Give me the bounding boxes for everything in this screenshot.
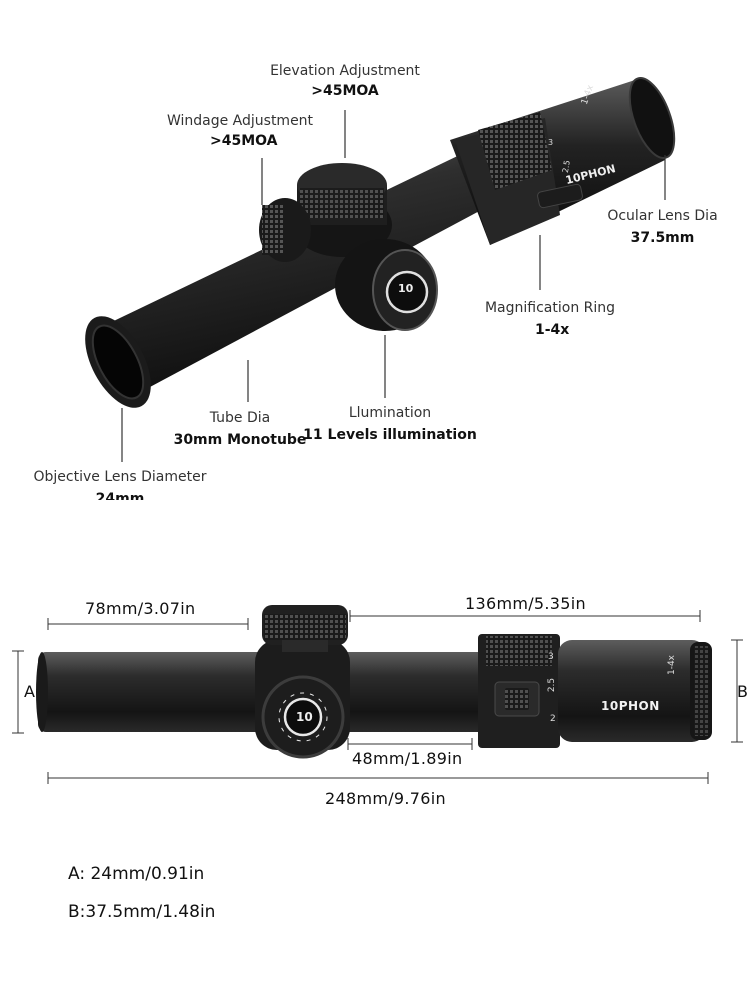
elevation-callout: Elevation Adjustment >45MOA <box>245 63 445 99</box>
scope-angled-illustration <box>85 77 676 462</box>
elevation-value: >45MOA <box>311 83 379 99</box>
mag-mark-25-side: 2.5 <box>547 677 558 693</box>
magnification-callout: Magnification Ring 1-4x <box>470 300 630 338</box>
mag-mark-2-side: 2 <box>550 714 556 724</box>
dim-b-marker: B <box>737 682 749 701</box>
ocular-label: Ocular Lens Dia <box>607 208 718 224</box>
dim-a-marker: A <box>24 682 36 701</box>
illumination-callout: Llumination 11 Levels illumination <box>300 405 480 443</box>
eyepiece-marks-side: 1-4x <box>667 654 678 676</box>
objective-label: Objective Lens Diameter <box>33 469 207 485</box>
note-a: A: 24mm/0.91in <box>68 864 205 884</box>
callout-lines <box>121 110 666 462</box>
main-tube <box>95 150 500 395</box>
mag-mark-3-side: 3 <box>548 652 554 662</box>
tube-value: 30mm Monotube <box>173 432 307 448</box>
elevation-turret <box>292 163 392 257</box>
side-elevation-turret <box>262 605 348 652</box>
dim-turret-to-end: 136mm/5.35in <box>465 594 586 613</box>
objective-value: 24mm <box>95 491 145 500</box>
windage-callout: Windage Adjustment >45MOA <box>150 113 330 149</box>
mag-mark-3-top: 3 <box>548 138 554 147</box>
note-b: B:37.5mm/1.48in <box>68 902 216 922</box>
elevation-label: Elevation Adjustment <box>270 63 420 79</box>
side-main-tube <box>38 652 488 732</box>
brand-text-side: 10PHON <box>601 699 660 713</box>
illumination-label: Llumination <box>348 405 432 421</box>
tube-label: Tube Dia <box>209 410 271 426</box>
ocular-value: 37.5mm <box>630 230 695 246</box>
ocular-callout: Ocular Lens Dia 37.5mm <box>600 208 725 246</box>
dim-front-to-turret: 78mm/3.07in <box>85 599 196 618</box>
tube-callout: Tube Dia 30mm Monotube <box>170 410 310 448</box>
windage-value: >45MOA <box>210 133 278 149</box>
turret-badge-side: 10 <box>296 710 313 724</box>
magnification-label: Magnification Ring <box>484 300 616 316</box>
turret-badge-top: 10 <box>398 282 414 295</box>
magnification-ring <box>455 112 583 245</box>
objective-callout: Objective Lens Diameter 24mm <box>30 469 210 500</box>
illumination-turret <box>335 239 438 331</box>
side-ocular <box>558 640 712 742</box>
magnification-value: 1-4x <box>535 322 570 338</box>
windage-label: Windage Adjustment <box>166 113 314 129</box>
windage-turret <box>259 198 311 262</box>
dim-turret-span: 48mm/1.89in <box>352 749 463 768</box>
illumination-value: 11 Levels illumination <box>303 427 477 443</box>
dim-total-length: 248mm/9.76in <box>325 789 446 808</box>
objective-bell <box>85 316 151 408</box>
